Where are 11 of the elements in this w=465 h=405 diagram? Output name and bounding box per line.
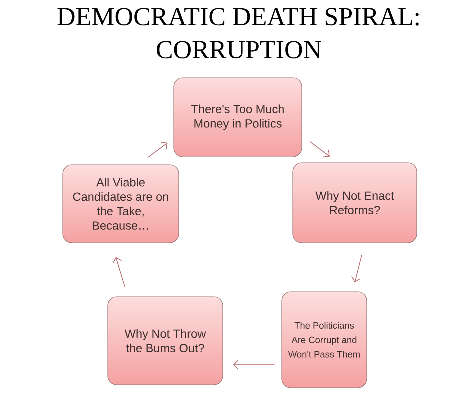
process-box: Why Not Throw the Bums Out?	[108, 296, 224, 386]
arrow	[310, 142, 330, 158]
process-box: All Viable Candidates are on the Take, Because…	[62, 164, 180, 244]
process-box: Why Not Enact Reforms?	[292, 162, 418, 244]
process-box: The Politicians Are Corrupt and Won't Pass Them	[282, 292, 368, 388]
arrow	[112, 257, 126, 288]
arrow	[148, 142, 168, 158]
title: DEMOCRATIC DEATH SPIRAL: CORRUPTION	[58, 8, 419, 59]
arrow	[233, 360, 276, 370]
arrow	[352, 254, 362, 283]
process-box: There's Too Much Money in Politics	[174, 78, 302, 158]
